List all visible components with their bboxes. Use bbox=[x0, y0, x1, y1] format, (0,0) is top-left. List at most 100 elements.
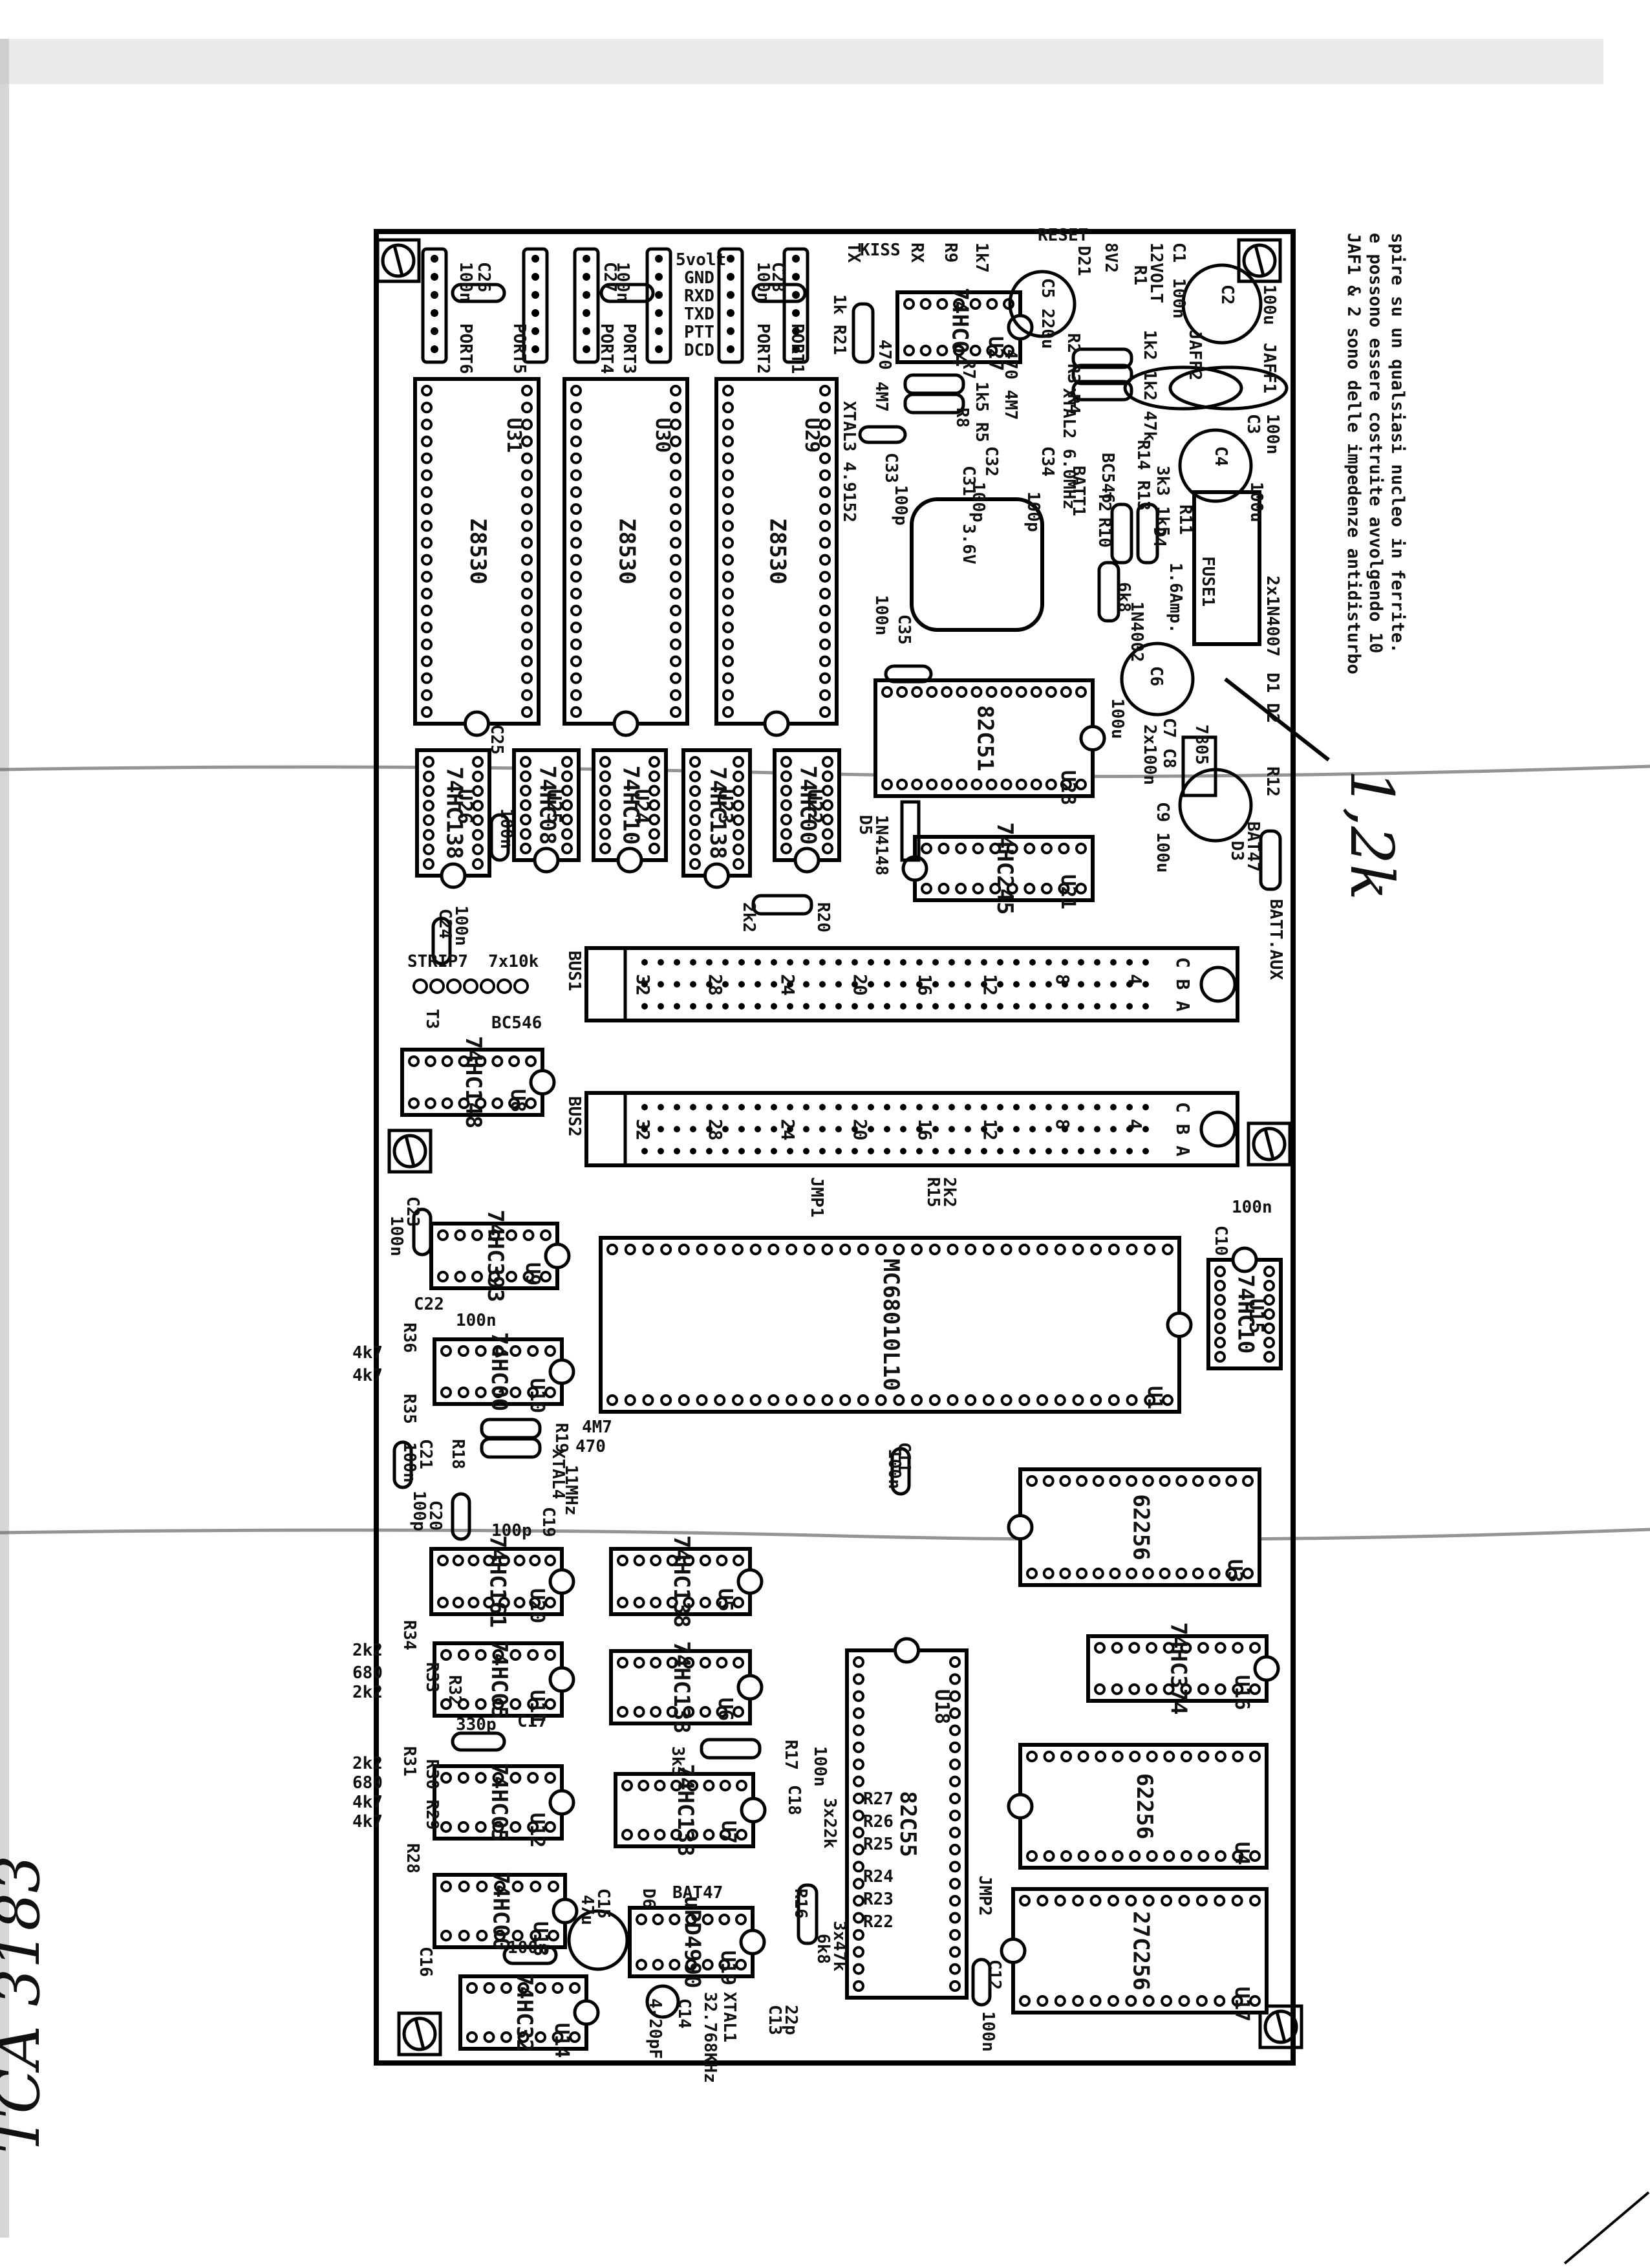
ic-body bbox=[873, 678, 1095, 798]
bus-pin bbox=[835, 981, 842, 988]
ic-notch bbox=[901, 855, 928, 882]
ic-pin bbox=[1023, 843, 1036, 854]
resistor bbox=[1136, 502, 1159, 565]
component-label: 330p bbox=[456, 1715, 497, 1734]
component-label: RESET bbox=[1038, 226, 1088, 245]
ic-pin bbox=[1146, 1850, 1158, 1862]
component-label: R15 bbox=[923, 1177, 943, 1207]
ic-pin bbox=[1225, 1475, 1238, 1487]
ic-notch bbox=[736, 1674, 764, 1701]
bus-pin bbox=[674, 959, 680, 966]
port-signal-label: DCD bbox=[684, 341, 714, 360]
bus-pin bbox=[771, 981, 777, 988]
ic-pin bbox=[1077, 1850, 1089, 1862]
header-pin bbox=[531, 309, 539, 317]
ic-pin bbox=[1095, 1751, 1107, 1762]
component-label: R16 bbox=[791, 1888, 810, 1919]
ic-pin bbox=[437, 1271, 449, 1282]
ic-pin bbox=[544, 1555, 556, 1566]
ic-pin bbox=[1142, 1895, 1155, 1906]
component-label: 3.6V bbox=[959, 524, 978, 565]
ic-pin bbox=[1249, 1850, 1261, 1862]
ic-pin bbox=[702, 1914, 714, 1925]
ic-pin bbox=[949, 1724, 961, 1736]
component-label: R11 bbox=[1175, 504, 1195, 535]
screw-icon bbox=[1242, 243, 1277, 278]
ic-pin bbox=[535, 2031, 546, 2043]
resistor-strip-pin bbox=[412, 978, 428, 994]
bus-pin bbox=[1078, 1104, 1084, 1110]
ic-type-label: 74HC00 bbox=[486, 1332, 512, 1412]
ic-pin bbox=[1208, 1568, 1221, 1579]
component-label: T2 bbox=[1095, 491, 1114, 512]
ceramic-capacitor bbox=[451, 283, 506, 303]
bus-pin bbox=[1094, 981, 1100, 988]
component-label: C10 bbox=[1211, 1226, 1230, 1256]
header-pin bbox=[655, 327, 663, 335]
ic-pin bbox=[736, 1829, 747, 1841]
component-label: PORT5 bbox=[509, 323, 529, 374]
ic-pin bbox=[1263, 1280, 1275, 1291]
bus-pin bbox=[690, 1126, 696, 1132]
component-label: C22 bbox=[414, 1295, 444, 1314]
ic-pin bbox=[689, 858, 701, 870]
ic-pin bbox=[716, 1706, 728, 1718]
port-header-strip bbox=[573, 247, 600, 364]
ic-pin bbox=[733, 1597, 744, 1608]
ic-pin bbox=[1242, 1475, 1254, 1487]
ic-pin bbox=[722, 655, 734, 667]
ic-pin bbox=[722, 503, 734, 515]
bus-pin-number: 24 bbox=[777, 974, 798, 996]
bus-pin bbox=[722, 959, 729, 966]
ic-pin bbox=[1000, 1394, 1012, 1406]
ic-pin bbox=[472, 799, 484, 812]
ic-pin bbox=[670, 418, 681, 431]
bus1-label: BUS1 bbox=[564, 951, 584, 991]
component-label: 100n bbox=[978, 2011, 998, 2052]
ic-pin bbox=[472, 756, 484, 768]
ic-pin bbox=[853, 1775, 864, 1787]
ic-pin bbox=[544, 1345, 556, 1357]
ic-type-label: 74HC04 bbox=[947, 288, 973, 367]
port-header-strip bbox=[421, 247, 448, 364]
ic-pin bbox=[670, 605, 681, 617]
ic-pin bbox=[670, 587, 681, 599]
ic-pin bbox=[949, 1792, 961, 1804]
ic-pin bbox=[648, 799, 660, 811]
ic-pin bbox=[875, 1244, 887, 1255]
ic-pin bbox=[853, 1963, 864, 1975]
ic-pin bbox=[1000, 779, 1012, 790]
bus-pin bbox=[932, 981, 939, 988]
ic-pin bbox=[1090, 1394, 1102, 1406]
component-label: 100n bbox=[1232, 1198, 1272, 1217]
screw-slot bbox=[1263, 1129, 1275, 1160]
ic-pin bbox=[1249, 1751, 1261, 1762]
component-label: C25 bbox=[487, 724, 506, 755]
ic-type-label: Z8530 bbox=[765, 518, 791, 584]
ic-pin bbox=[670, 621, 681, 634]
bus-pin-number: 20 bbox=[850, 1119, 871, 1141]
ic-pin bbox=[570, 385, 582, 396]
ic-pin bbox=[1109, 1568, 1121, 1579]
screw-slot bbox=[392, 245, 404, 276]
bus-pin bbox=[884, 1003, 890, 1010]
bus-pin bbox=[1142, 959, 1149, 966]
ic-pin bbox=[638, 1829, 650, 1841]
ic-pin bbox=[1195, 1895, 1208, 1906]
ic-pin bbox=[1060, 779, 1072, 790]
bus-pin bbox=[948, 959, 955, 966]
ic-pin bbox=[1076, 1475, 1088, 1487]
bus-pin bbox=[1110, 1148, 1117, 1154]
header-pin bbox=[792, 255, 800, 263]
component-label: PORT4 bbox=[597, 323, 616, 374]
bus-pin-number: 4 bbox=[1124, 974, 1146, 985]
bus-pin bbox=[852, 1104, 858, 1110]
ic-pin bbox=[956, 686, 968, 698]
bus-pin bbox=[852, 1126, 858, 1132]
bus-pin bbox=[1013, 1003, 1020, 1010]
component-label: 100n bbox=[753, 262, 773, 303]
